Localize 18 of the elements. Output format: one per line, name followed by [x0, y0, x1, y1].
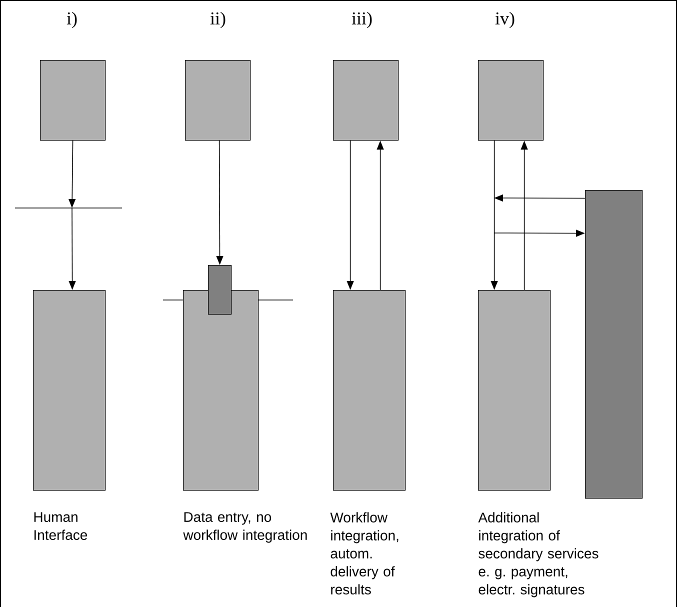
column-heading: iii) — [352, 12, 372, 28]
caption: Additional integration of secondary services e. g. payment, electr. signatures — [478, 512, 598, 598]
entry-box — [208, 264, 232, 315]
caption: Human Interface — [34, 512, 88, 540]
column-heading: i) — [66, 12, 77, 28]
system-box — [478, 290, 551, 491]
column-heading: ii) — [210, 12, 226, 28]
system-box — [33, 290, 106, 491]
system-box — [478, 60, 544, 141]
caption: Workflow integration, autom. delivery of results — [330, 512, 398, 594]
column-heading: iv) — [495, 12, 514, 28]
system-box — [333, 60, 399, 141]
system-box — [40, 60, 106, 141]
caption: Data entry, no workflow integration — [183, 512, 307, 543]
service-box — [585, 190, 643, 499]
system-box — [183, 290, 259, 491]
system-box — [333, 290, 406, 491]
system-box — [185, 60, 251, 141]
